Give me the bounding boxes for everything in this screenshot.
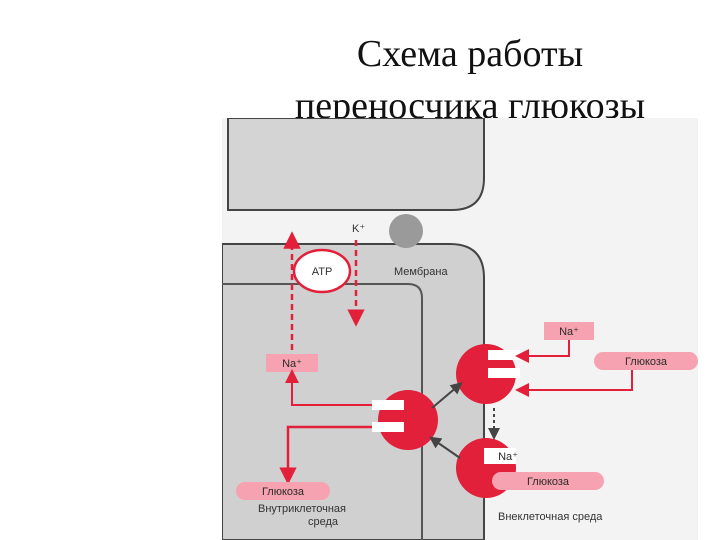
na-outside-top-label: Na⁺ — [559, 326, 579, 338]
glucose-outside-bottom-label: Глюкоза — [527, 476, 570, 488]
cycle-arrow-up — [431, 382, 463, 409]
na-binding-site-upper — [488, 350, 520, 360]
diagram-canvas: K⁺ ATP Мембрана Na⁺ Na⁺ Глюкоза — [222, 118, 698, 540]
extracellular-label: Внеклеточная среда — [498, 511, 603, 523]
glucose-inside-box — [236, 482, 330, 500]
atp-circle — [292, 248, 352, 294]
na-slot-bottom — [484, 448, 516, 464]
transporter-inward-open — [378, 390, 438, 450]
intracellular-label-line1: Внутриклеточная — [258, 503, 346, 515]
na-inside-box — [266, 354, 318, 372]
glucose-binding-site-upper — [488, 368, 520, 378]
glucose-transporter-diagram: K⁺ ATP Мембрана Na⁺ Na⁺ Глюкоза — [222, 118, 698, 540]
cycle-arrow-back — [429, 436, 461, 459]
atp-label: ATP — [312, 266, 333, 278]
membrane-label: Мембрана — [394, 266, 448, 278]
glucose-inside-label: Глюкоза — [262, 486, 305, 498]
glucose-release-arrow — [279, 425, 372, 485]
glucose-outside-bottom-box — [492, 472, 604, 490]
glucose-bind-arrow — [515, 370, 633, 397]
na-release-arrow — [285, 369, 372, 406]
glucose-outside-top-box — [594, 352, 698, 370]
intracellular-label-line2: среда — [308, 516, 339, 528]
na-inside-label: Na⁺ — [282, 358, 302, 370]
na-bind-arrow — [515, 340, 570, 363]
k-ion-label: K⁺ — [352, 223, 365, 235]
title-line-1: Схема работы — [356, 33, 584, 75]
upper-cell — [227, 118, 485, 211]
na-outside-top-box — [544, 322, 594, 340]
na-binding-site-left — [372, 400, 404, 410]
glucose-outside-top-label: Глюкоза — [625, 356, 668, 368]
na-outside-bottom-label: Na⁺ — [498, 451, 518, 463]
glucose-binding-site-left — [372, 422, 404, 432]
pump-protein — [389, 214, 423, 248]
inner-membrane-line — [222, 283, 423, 540]
slide-title: Схема работы переносчика глюкозы — [220, 28, 720, 132]
